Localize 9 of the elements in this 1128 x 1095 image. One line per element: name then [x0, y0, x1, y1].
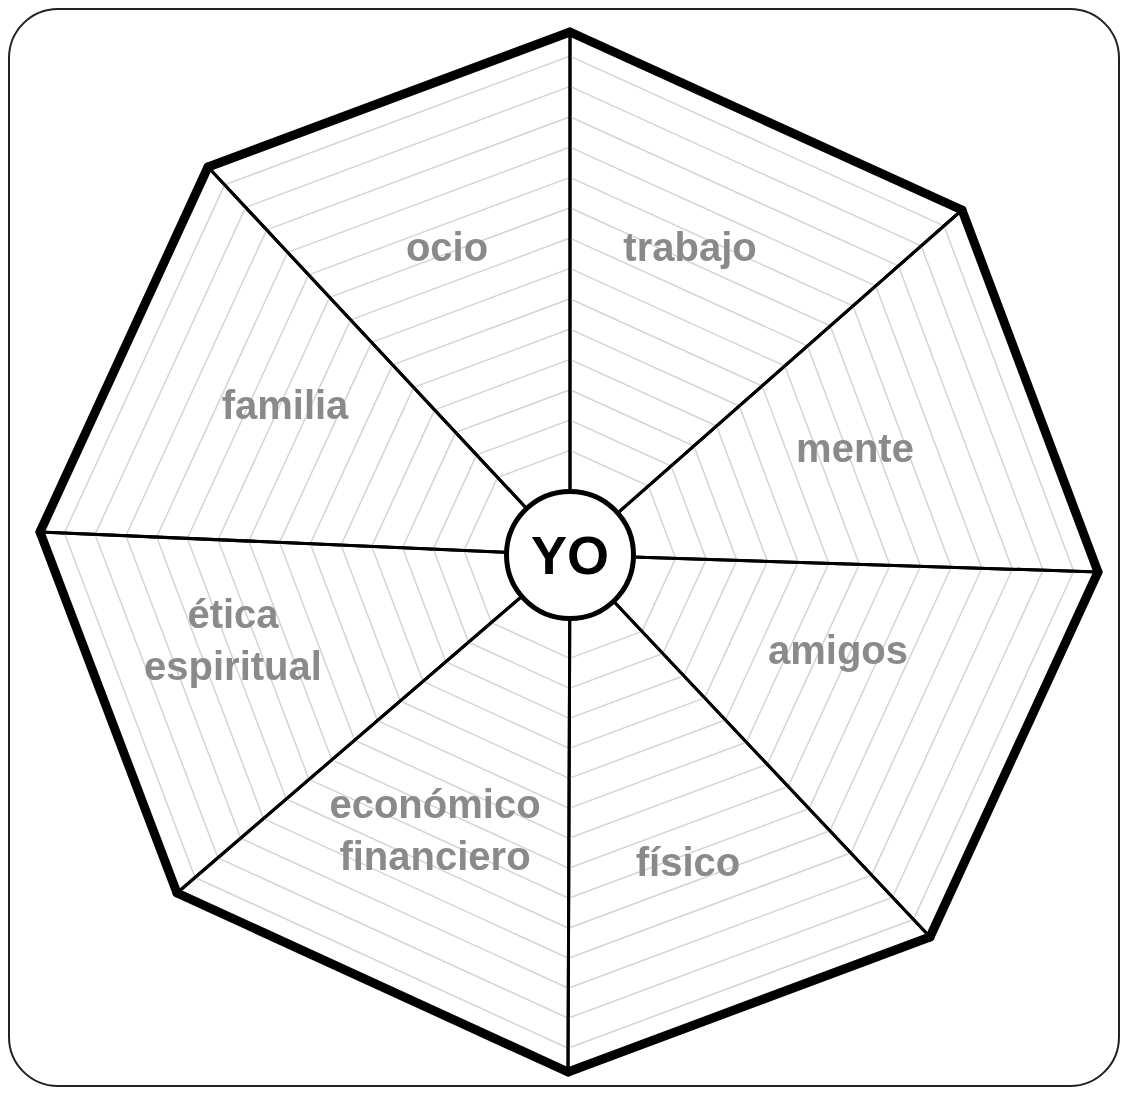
segment-label: amigos: [768, 624, 908, 676]
segment-label: mente: [796, 422, 914, 474]
center-label: YO: [531, 524, 609, 586]
segment-label: físico: [635, 836, 741, 888]
segment-label: trabajo: [623, 221, 757, 273]
segment-label: económico financiero: [315, 778, 555, 882]
segment-label: familia: [221, 379, 349, 431]
segment-label: ética espiritual: [113, 588, 353, 692]
segment-label: ocio: [405, 221, 489, 273]
